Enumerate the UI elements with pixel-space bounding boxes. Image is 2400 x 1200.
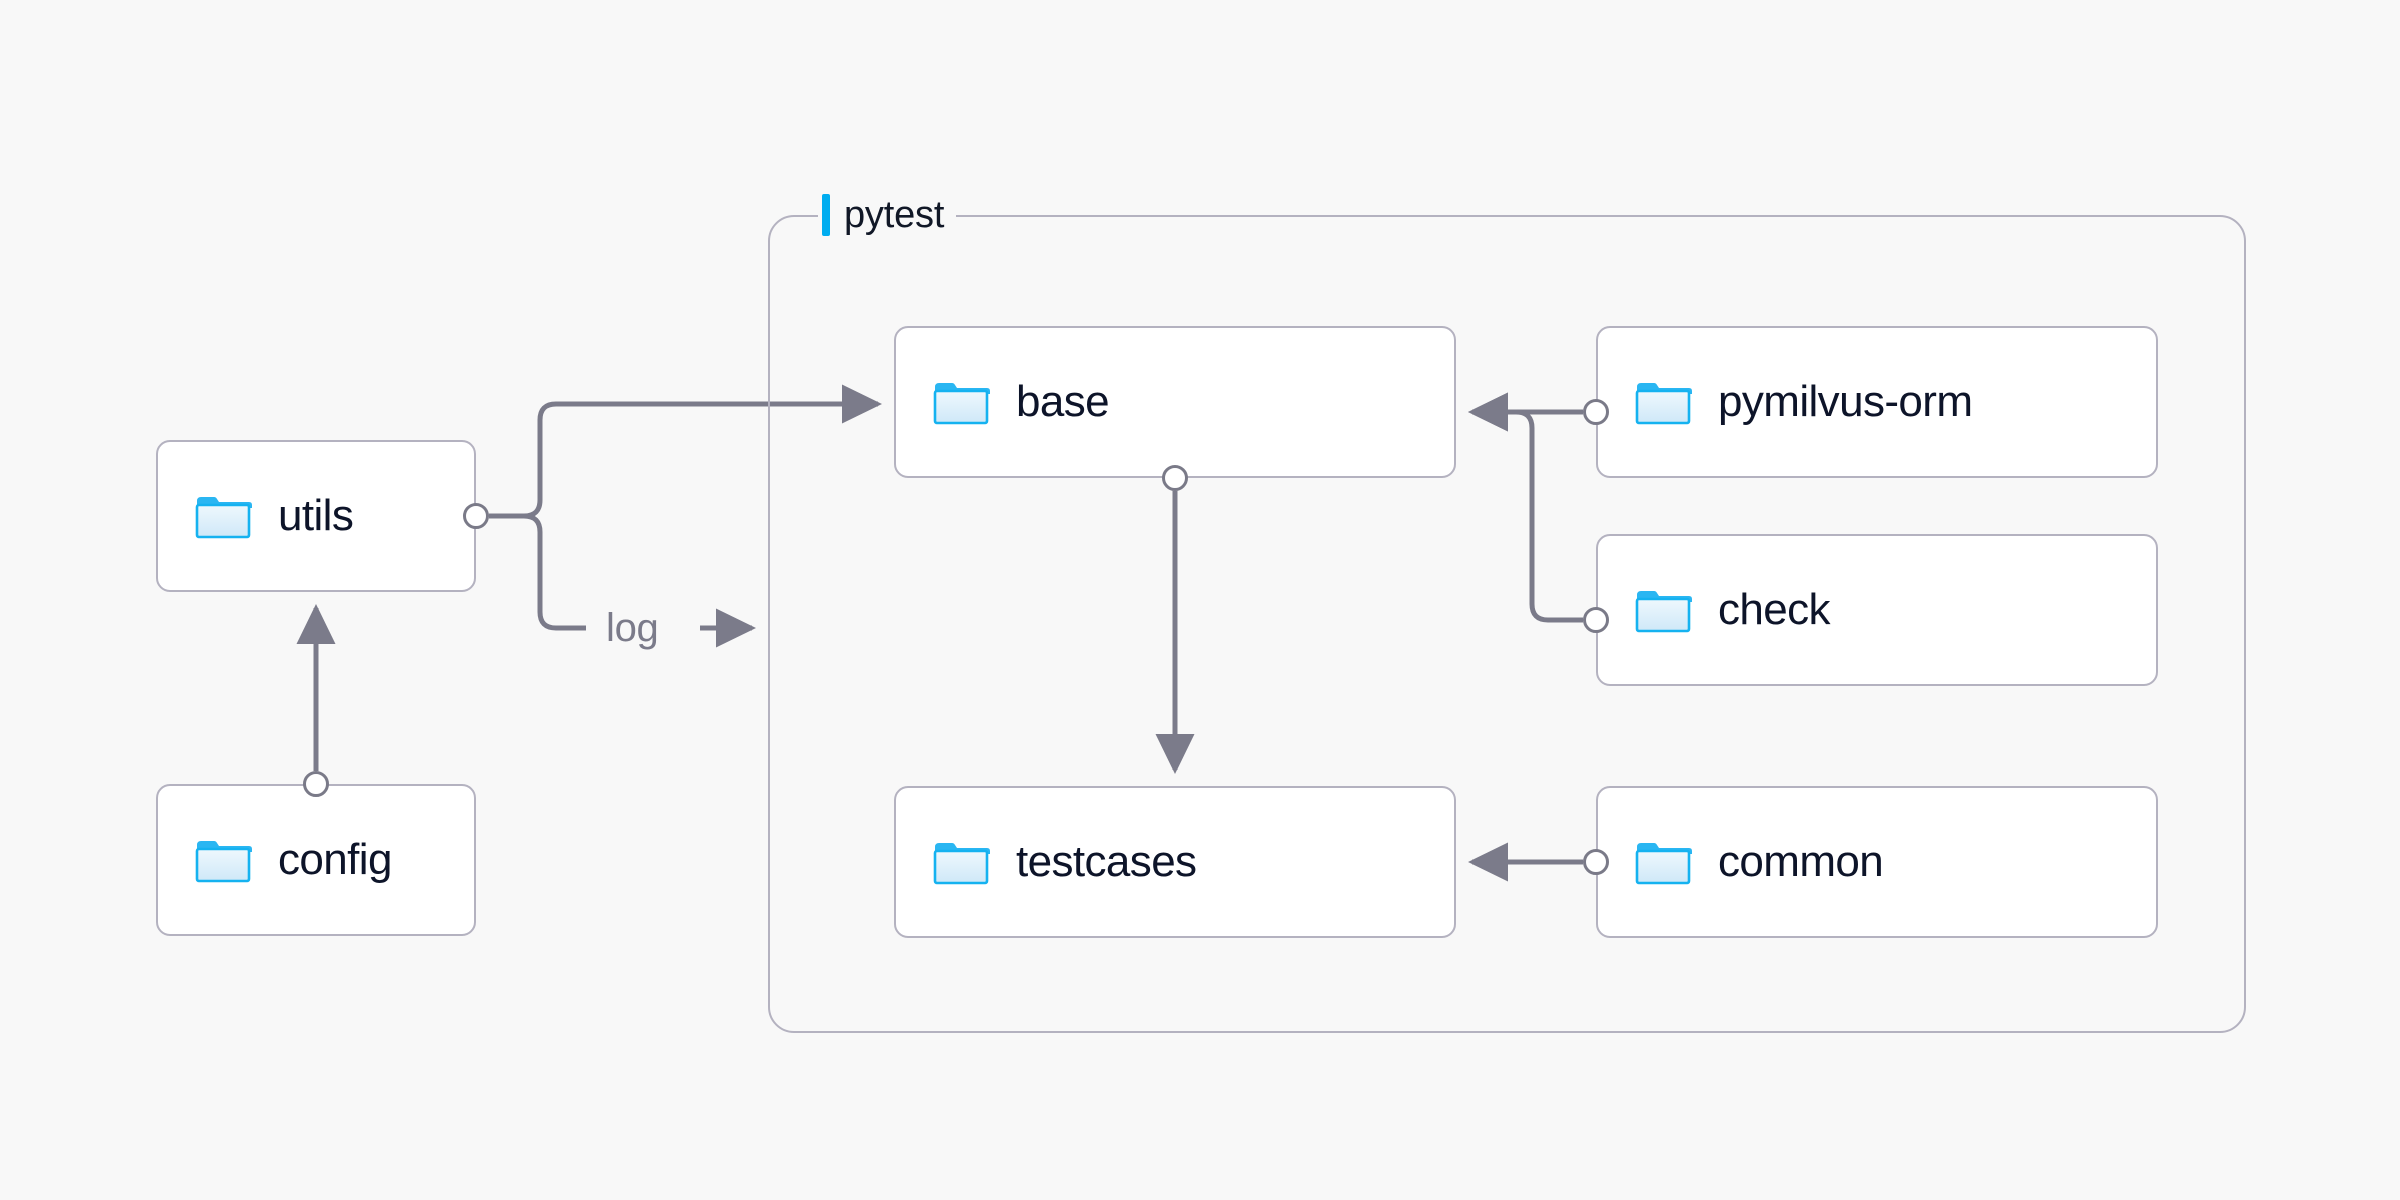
handle-common-left[interactable] [1583, 849, 1609, 875]
group-label-pytest[interactable]: pytest [818, 192, 957, 238]
node-check[interactable]: check [1596, 534, 2158, 686]
node-label: testcases [1016, 837, 1197, 886]
node-common[interactable]: common [1596, 786, 2158, 938]
edge-utils-to-log [489, 513, 586, 631]
folder-icon [933, 843, 990, 885]
folder-icon [1635, 843, 1692, 885]
node-label: pymilvus-orm [1718, 377, 1973, 426]
handle-check-left[interactable] [1583, 607, 1609, 633]
node-config[interactable]: config [156, 784, 476, 936]
handle-pymilvus-left[interactable] [1583, 399, 1609, 425]
node-pymilvus-orm[interactable]: pymilvus-orm [1596, 326, 2158, 478]
node-label: utils [278, 491, 354, 540]
node-testcases[interactable]: testcases [894, 786, 1456, 938]
node-label: common [1718, 837, 1884, 886]
group-container-pytest[interactable] [768, 215, 2246, 1033]
folder-icon [933, 383, 990, 425]
group-accent-bar [822, 194, 830, 236]
handle-base-bottom[interactable] [1162, 465, 1188, 491]
node-label: base [1016, 377, 1110, 426]
folder-icon [195, 497, 252, 539]
node-label: config [278, 835, 392, 884]
node-base[interactable]: base [894, 326, 1456, 478]
folder-icon [1635, 383, 1692, 425]
edge-label-log: log [600, 606, 665, 651]
folder-icon [195, 841, 252, 883]
group-label-text: pytest [844, 193, 945, 236]
folder-icon [1635, 591, 1692, 633]
handle-utils-right[interactable] [463, 503, 489, 529]
node-label: check [1718, 585, 1831, 634]
node-utils[interactable]: utils [156, 440, 476, 592]
handle-config-top[interactable] [303, 771, 329, 797]
